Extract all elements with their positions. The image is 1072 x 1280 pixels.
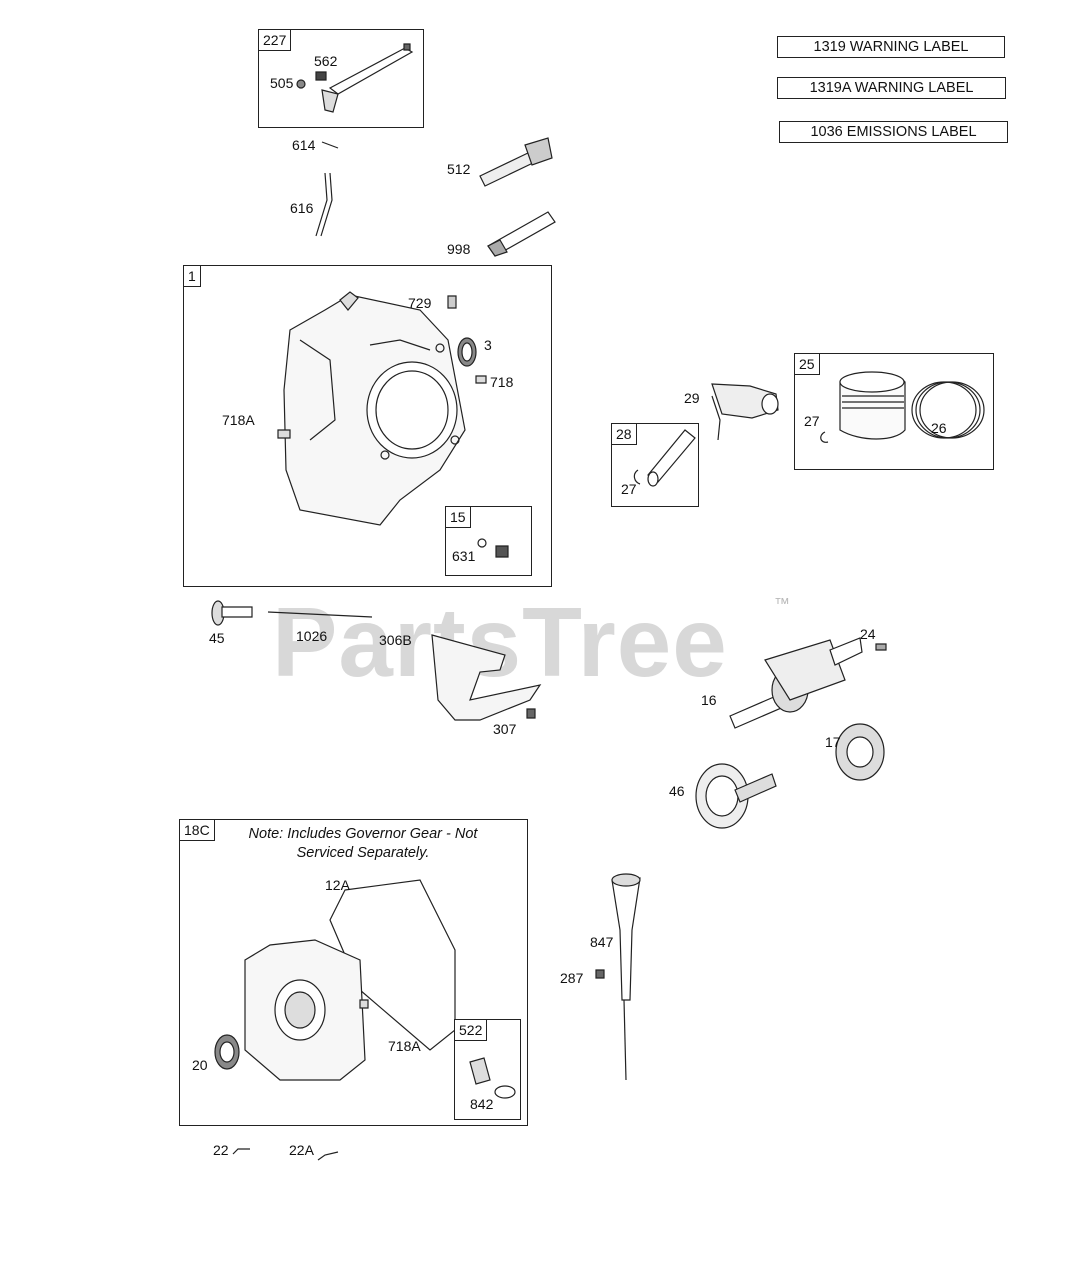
note-line-2: Serviced Separately. [296,845,430,861]
part-614-label[interactable]: 614 [292,137,316,153]
part-22a-label[interactable]: 22A [289,1142,314,1158]
group-28-tag: 28 [612,424,637,445]
group-18c-box: 18C [179,819,528,1126]
screw-307-drawing[interactable] [527,709,535,718]
note-line-1: Note: Includes Governor Gear - Not [248,826,478,842]
group-25-tag: 25 [795,354,820,375]
part-847-label[interactable]: 847 [590,934,614,950]
group-28-box: 28 [611,423,699,507]
part-27-label-b[interactable]: 27 [804,413,820,429]
part-998-label[interactable]: 998 [447,241,471,257]
part-24-label[interactable]: 24 [860,626,876,642]
crankcase-cover-drawing[interactable] [245,940,365,1080]
washer-631-drawing[interactable] [478,539,486,547]
part-562-label[interactable]: 562 [314,53,338,69]
piston-rings-drawing[interactable] [912,382,984,438]
drain-plug-drawing[interactable] [496,546,508,557]
screw-287-drawing[interactable] [596,970,604,978]
dowel-718a-lower-drawing[interactable] [360,1000,368,1008]
part-718-label[interactable]: 718 [490,374,514,390]
part-3-label[interactable]: 3 [484,337,492,353]
part-729-label[interactable]: 729 [408,295,432,311]
part-307-label[interactable]: 307 [493,721,517,737]
gasket-drawing[interactable] [330,880,455,1050]
part-29-label[interactable]: 29 [684,390,700,406]
connecting-rod-drawing[interactable] [712,384,778,440]
shield-drawing[interactable] [432,635,540,720]
group-522-box: 522 [454,1019,521,1120]
seal-drawing[interactable] [215,1035,239,1069]
group-15-tag: 15 [446,507,471,528]
retaining-ring-drawing[interactable] [821,432,828,442]
group-18c-tag: 18C [180,820,215,841]
dowel-718a-drawing[interactable] [278,430,290,438]
key-24-drawing[interactable] [876,644,886,650]
part-287-label[interactable]: 287 [560,970,584,986]
part-17-label[interactable]: 17 [825,734,841,750]
part-26-label[interactable]: 26 [931,420,947,436]
part-45-label[interactable]: 45 [209,630,225,646]
group-15-box: 15 [445,506,532,576]
bolt-22a-drawing[interactable] [318,1152,338,1160]
trademark-mark: ™ [774,596,790,613]
group-1-tag: 1 [184,266,201,287]
part-46-label[interactable]: 46 [669,783,685,799]
governor-lever-drawing[interactable] [297,44,412,112]
part-1026-label[interactable]: 1026 [296,628,328,644]
part-631-label[interactable]: 631 [452,548,476,564]
group-25-box: 25 [794,353,994,470]
part-718a-upper-label[interactable]: 718A [222,412,255,428]
cylinder-block-drawing[interactable] [284,292,465,525]
watermark: PartsTree [272,587,728,697]
dipstick-drawing[interactable] [612,874,640,1080]
plug-729-drawing[interactable] [448,296,456,308]
part-12a-label[interactable]: 12A [325,877,350,893]
part-27-label-a[interactable]: 27 [621,481,637,497]
bolt-22-drawing[interactable] [233,1149,250,1154]
group-1-box: 1 [183,265,552,587]
group-227-box: 227 [258,29,424,128]
part-616-label[interactable]: 616 [290,200,314,216]
part-20-label[interactable]: 20 [192,1057,208,1073]
part-22-label[interactable]: 22 [213,1142,229,1158]
group-227-tag: 227 [259,30,292,51]
part-512-label[interactable]: 512 [447,161,471,177]
part-718a-lower-label[interactable]: 718A [388,1038,421,1054]
warning-label-1319a[interactable]: 1319A WARNING LABEL [777,77,1006,99]
emissions-label-1036[interactable]: 1036 EMISSIONS LABEL [779,121,1008,143]
bearing-drawing[interactable] [836,724,884,780]
oil-plug-drawing[interactable] [470,1058,515,1098]
piston-drawing[interactable] [840,372,905,439]
governor-rod-drawing[interactable] [316,173,332,236]
pin-drawing[interactable] [322,142,338,148]
shaft-drawing[interactable] [488,212,555,256]
group-522-tag: 522 [455,1020,488,1041]
warning-label-1319[interactable]: 1319 WARNING LABEL [777,36,1005,58]
part-16-label[interactable]: 16 [701,692,717,708]
camshaft-drawing[interactable] [696,764,776,828]
crankshaft-drawing[interactable] [730,638,862,728]
dowel-718-drawing[interactable] [476,376,486,383]
part-306b-label[interactable]: 306B [379,632,412,648]
governor-shaft-drawing[interactable] [480,138,552,186]
piston-pin-drawing[interactable] [634,430,695,486]
part-505-label[interactable]: 505 [270,75,294,91]
part-842-label[interactable]: 842 [470,1096,494,1112]
valve-drawing[interactable] [212,601,252,625]
push-rod-drawing[interactable] [268,612,372,617]
